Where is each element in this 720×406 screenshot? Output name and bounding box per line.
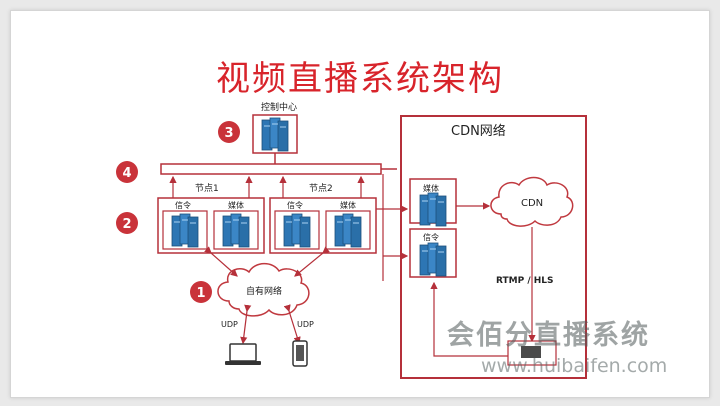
cdn-cloud-label: CDN <box>521 198 543 209</box>
control-center-server-icon <box>261 117 289 152</box>
watermark-brand: 会佰分直播系统 <box>447 320 650 351</box>
udp-left-label: UDP <box>221 320 238 329</box>
phone-icon <box>292 340 308 367</box>
badge-4: 4 <box>116 161 138 183</box>
own-network-label: 自有网络 <box>246 285 282 297</box>
badge-2: 2 <box>116 212 138 234</box>
node1-media-label: 媒体 <box>228 200 244 210</box>
architecture-diagram: CDN网络 控制中心 节点1 节点2 信令 媒体 信令 媒体 <box>116 101 587 379</box>
protocol-label: RTMP / HLS <box>496 276 554 286</box>
control-center-label: 控制中心 <box>261 101 297 113</box>
svg-text:1: 1 <box>196 286 205 301</box>
cdn-network-label: CDN网络 <box>451 123 506 139</box>
watermark-url: www.huibaifen.com <box>481 355 668 377</box>
svg-text:2: 2 <box>122 217 131 232</box>
diagram-title: 视频直播系统架构 <box>216 59 504 99</box>
node2-signal-server-icon <box>283 213 311 248</box>
svg-text:4: 4 <box>122 166 131 181</box>
udp-right-label: UDP <box>297 320 314 329</box>
cdn-media-server-icon <box>419 192 447 227</box>
laptop-icon <box>225 343 261 365</box>
cdn-cloud-icon <box>490 176 574 227</box>
svg-text:3: 3 <box>224 126 233 141</box>
node2-media-label: 媒体 <box>340 200 356 210</box>
node2-signal-label: 信令 <box>287 200 303 210</box>
node2-label: 节点2 <box>309 183 333 194</box>
node1-media-server-icon <box>222 213 250 248</box>
player-screen-icon <box>521 346 541 358</box>
control-bus <box>160 163 382 175</box>
cdn-network-frame <box>400 115 587 379</box>
node1-signal-label: 信令 <box>175 200 191 210</box>
node1-signal-server-icon <box>171 213 199 248</box>
cdn-signal-server-icon <box>419 242 447 277</box>
slide: 视频直播系统架构 CDN网络 控制中心 <box>10 10 710 398</box>
cdn-signal-label: 信令 <box>423 232 439 242</box>
cdn-media-label: 媒体 <box>423 183 439 193</box>
badge-3: 3 <box>218 121 240 143</box>
node1-label: 节点1 <box>195 183 219 194</box>
badge-1: 1 <box>190 281 212 303</box>
node2-media-server-icon <box>334 213 362 248</box>
